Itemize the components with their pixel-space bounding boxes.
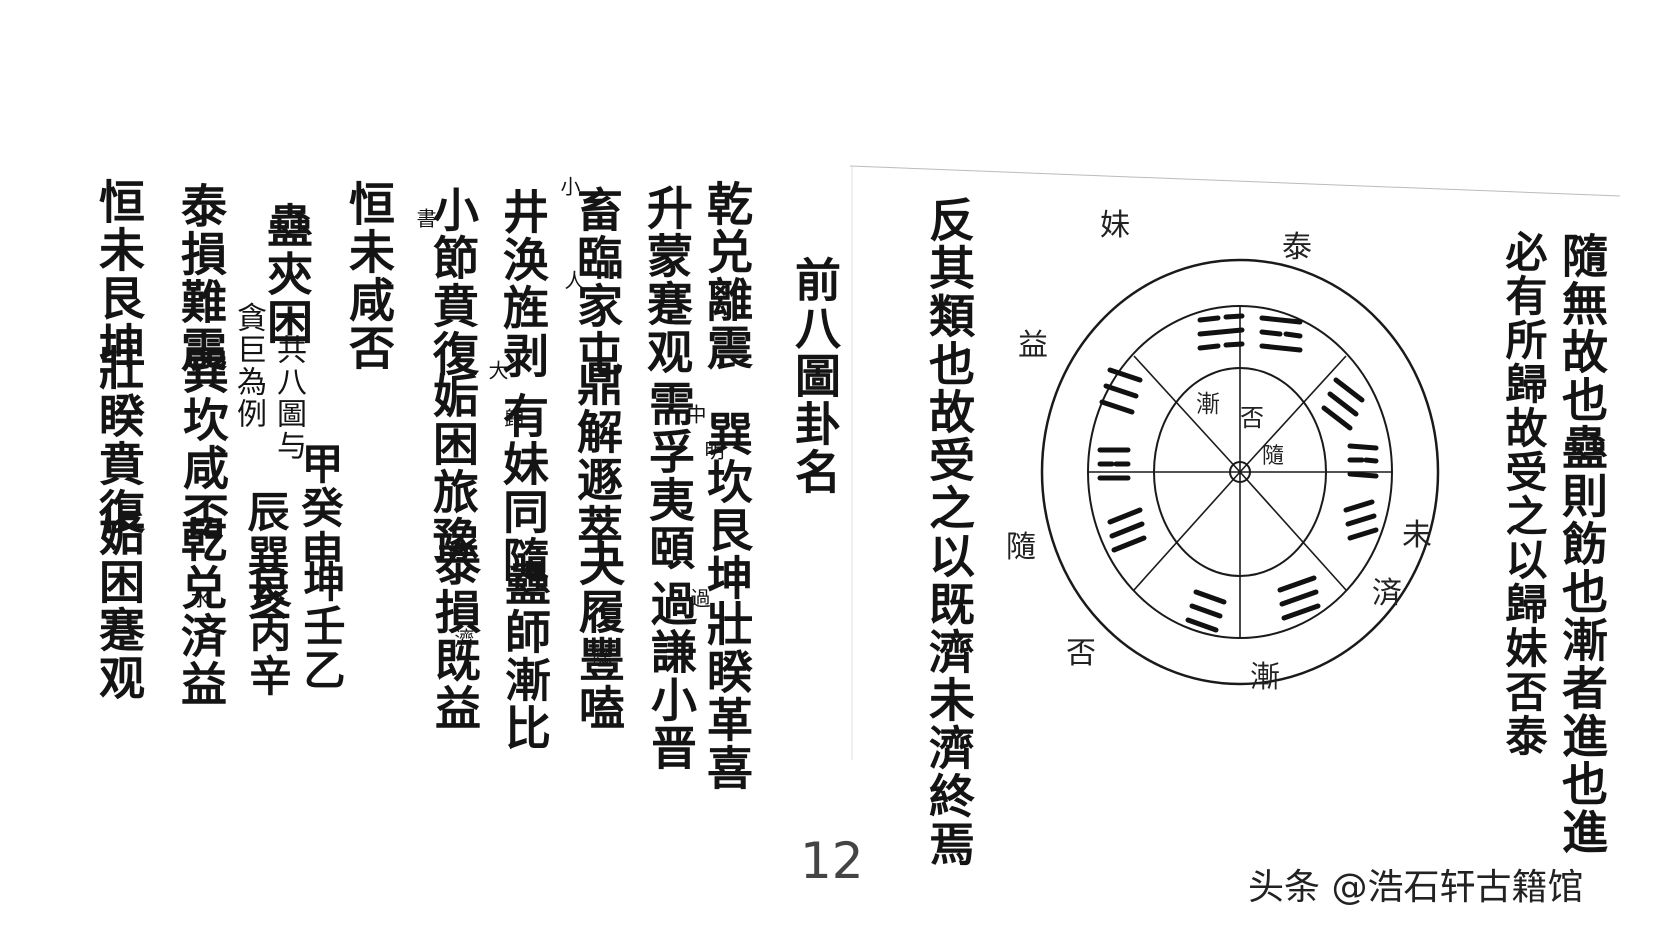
side-note: 貪巨為例 [231,302,266,430]
right-text-column-3: 反其類也故受之以既濟未濟終焉 [922,196,976,868]
right-text-column-2: 必有所歸故受之以歸妹否泰 [1499,230,1548,758]
diagram-label-mei: 妹 [1100,208,1130,243]
text-column: 泰損既益 [428,540,482,732]
inner-label-jian: 漸 [1196,390,1220,418]
watermark: 头条 @浩石轩古籍馆 [1248,867,1584,908]
gloss: 大 [485,360,509,382]
text-column: 壯睽賁復 [92,344,146,536]
text-column: 泰損難震 [174,182,228,374]
diagram-label-jian: 漸 [1250,660,1280,695]
gloss: 歸 [501,408,525,430]
text-column: 小節賁復 [426,186,480,378]
gloss: 明 [701,440,725,462]
text-column: 壯睽革喜 [700,600,754,792]
text-column: 有妹同隨 [496,392,550,584]
gloss: 過 [687,588,711,610]
text-column: 鼎解遯萃 [570,360,624,552]
text-column: 井涣旌剥 [496,188,550,380]
gloss: 書 [413,208,437,230]
text-column: 畜臨家屯 [570,186,624,378]
gloss: 水 [187,588,211,610]
text-column: 艮丙辛 [243,566,292,698]
page-title: 前八圖卦名 [788,256,842,496]
diagram-label-wei: 未 [1402,518,1432,553]
gloss: 濟 [451,628,475,650]
inner-label-pi: 否 [1240,404,1264,432]
text-column: 過謙小晋 [644,580,698,772]
text-column: 巽坎咸否 [176,348,230,540]
gloss: 小 [557,176,581,198]
gloss: 人 [561,270,585,292]
gloss: 中 [683,404,707,426]
text-column: 需孚夷頤 [642,380,696,572]
hexagram-wheel-diagram [1040,258,1440,686]
hexagram-marks [1097,313,1379,633]
gloss: 噬 [589,648,613,670]
inner-label-sui: 隨 [1262,444,1285,469]
text-column: 乾兑済益 [174,516,228,708]
text-column: 姤困蹇观 [92,510,146,702]
diagram-label-tai: 泰 [1282,230,1312,265]
text-column: 坤壬乙 [297,560,346,692]
outer-ring [1040,258,1440,686]
text-column: 蠱師漸比 [498,560,552,752]
diagram-label-sui: 隨 [1006,530,1036,565]
diagram-label-yi: 益 [1018,328,1048,363]
side-note: 一共八圖与 [271,302,306,462]
text-column: 恒未咸否 [342,180,396,372]
text-column: 乾兑離震 [700,180,754,372]
right-text-column-1: 隨無故也蠱則飭也漸者進也進 [1555,232,1609,856]
page-number: 12 [800,832,864,890]
text-column: 姤困旅豫 [426,372,480,564]
text-column: 夬履豐嗑 [572,540,626,732]
text-column: 辰巽亥 [241,490,290,622]
diagram-label-ji: 済 [1372,576,1402,611]
text-column: 甲癸申 [295,442,344,574]
text-column: 巽坎艮坤 [700,410,754,602]
text-column: 恒未艮坤 [92,178,146,370]
text-column: 升蒙蹇观 [640,184,694,376]
text-column: 蠱㚒困 [260,202,314,346]
diagram-label-pi: 否 [1066,636,1096,671]
